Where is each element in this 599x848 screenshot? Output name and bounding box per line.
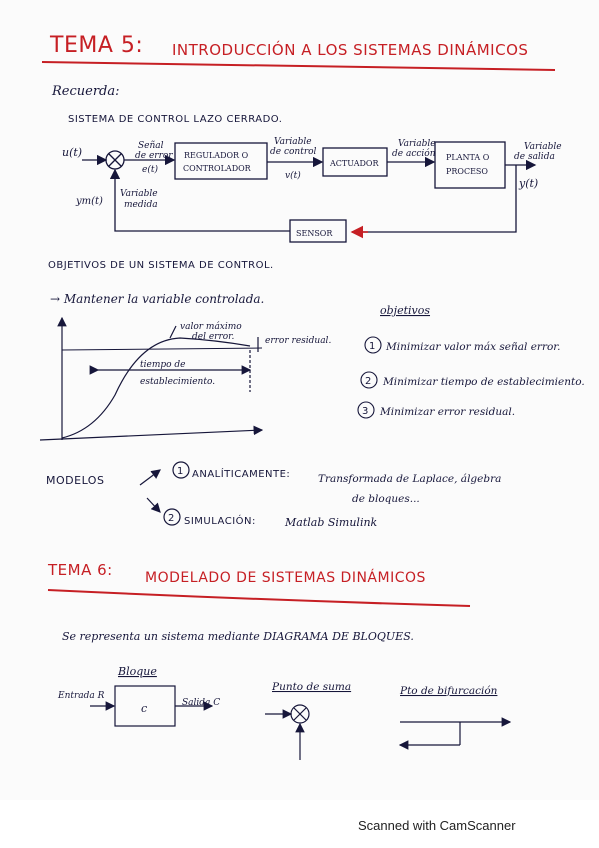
modelo-a-num: 1	[177, 466, 183, 477]
obj-3-num: 3	[362, 406, 368, 417]
output-label: y(t)	[518, 177, 538, 190]
tema5-number: TEMA 5:	[49, 33, 143, 58]
modelos-arrow-down	[146, 497, 161, 513]
sum-point-symbol	[265, 704, 310, 760]
controller-line-2: CONTROLADOR	[183, 164, 252, 173]
tema6-underline	[47, 589, 471, 607]
entrada-label: Entrada R	[57, 691, 105, 701]
max-error-1: valor máximo	[180, 321, 242, 332]
measured-1: Variable	[120, 189, 158, 199]
bifurcacion-label: Pto de bifurcación	[399, 685, 498, 697]
error-var: e(t)	[142, 164, 158, 175]
control-var-3: v(t)	[285, 170, 301, 181]
modelo-b-num: 2	[168, 513, 174, 524]
modelo-b-text: Matlab Simulink	[284, 516, 378, 529]
modelo-b-title: SIMULACIÓN:	[184, 514, 256, 527]
camscanner-footer: Scanned with CamScanner	[358, 818, 516, 833]
modelo-a-text-2: de bloques...	[352, 493, 420, 505]
tema6-number: TEMA 6:	[47, 561, 113, 579]
control-var-1: Variable	[274, 137, 312, 147]
modelo-a-text: Transformada de Laplace, álgebra	[318, 473, 501, 485]
bloque-label: Bloque	[117, 665, 157, 678]
measured-2: medida	[124, 200, 158, 210]
obj-1-text: Minimizar valor máx señal error.	[385, 341, 561, 353]
tema6-title: MODELADO DE SISTEMAS DINÁMICOS	[145, 569, 426, 586]
closed-loop-diagram	[82, 141, 537, 243]
bloque-c: c	[141, 702, 147, 715]
input-label: u(t)	[62, 146, 82, 159]
obj-1-num: 1	[369, 341, 375, 352]
output-var-2: de salida	[514, 152, 555, 162]
tema5-title: INTRODUCCIÓN A LOS SISTEMAS DINÁMICOS	[172, 40, 528, 59]
branch-point-symbol	[398, 717, 512, 750]
punto-suma-label: Punto de suma	[271, 681, 351, 693]
obj-2-text: Minimizar tiempo de establecimiento.	[382, 376, 585, 388]
obj-3-text: Minimizar error residual.	[379, 406, 515, 418]
max-error-2: del error.	[192, 332, 234, 342]
residual-label: error residual.	[265, 336, 331, 346]
plant-line-1: PLANTA O	[446, 153, 490, 162]
measured-label: ym(t)	[75, 196, 103, 207]
tema5-underline	[41, 61, 556, 71]
settling-2: establecimiento.	[140, 377, 215, 387]
error-label-1: Señal	[138, 141, 164, 151]
error-label-2: de error	[135, 151, 173, 161]
lazo-title: SISTEMA DE CONTROL LAZO CERRADO.	[68, 114, 282, 125]
controller-line-1: REGULADOR O	[184, 151, 249, 160]
settling-1: tiempo de	[140, 360, 185, 370]
control-var-2: de control	[270, 147, 317, 157]
output-var-1: Variable	[524, 142, 562, 152]
action-var-1: Variable	[398, 139, 436, 149]
modelos-arrow-up	[139, 469, 161, 486]
response-plot	[39, 316, 264, 441]
handwritten-notes: TEMA 5: INTRODUCCIÓN A LOS SISTEMAS DINÁ…	[39, 33, 585, 760]
obj-2-num: 2	[365, 376, 371, 387]
modelo-a-title: ANALÍTICAMENTE:	[192, 467, 290, 480]
recuerda-label: Recuerda:	[51, 84, 120, 99]
mantener-text: → Mantener la variable controlada.	[50, 292, 264, 306]
objetivos-heading: OBJETIVOS DE UN SISTEMA DE CONTROL.	[48, 260, 274, 271]
plant-line-2: PROCESO	[446, 167, 488, 176]
modelos-label: MODELOS	[46, 474, 104, 487]
salida-label: Salida C	[182, 698, 220, 708]
actuator-label: ACTUADOR	[329, 159, 379, 168]
scanned-page	[0, 0, 599, 800]
sensor-label: SENSOR	[296, 229, 333, 238]
objetivos-title: objetivos	[380, 304, 430, 317]
represent-text: Se representa un sistema mediante DIAGRA…	[62, 630, 414, 643]
objetivos-list: 1 Minimizar valor máx señal error. 2 Min…	[357, 336, 585, 419]
action-var-2: de acción	[392, 148, 436, 159]
